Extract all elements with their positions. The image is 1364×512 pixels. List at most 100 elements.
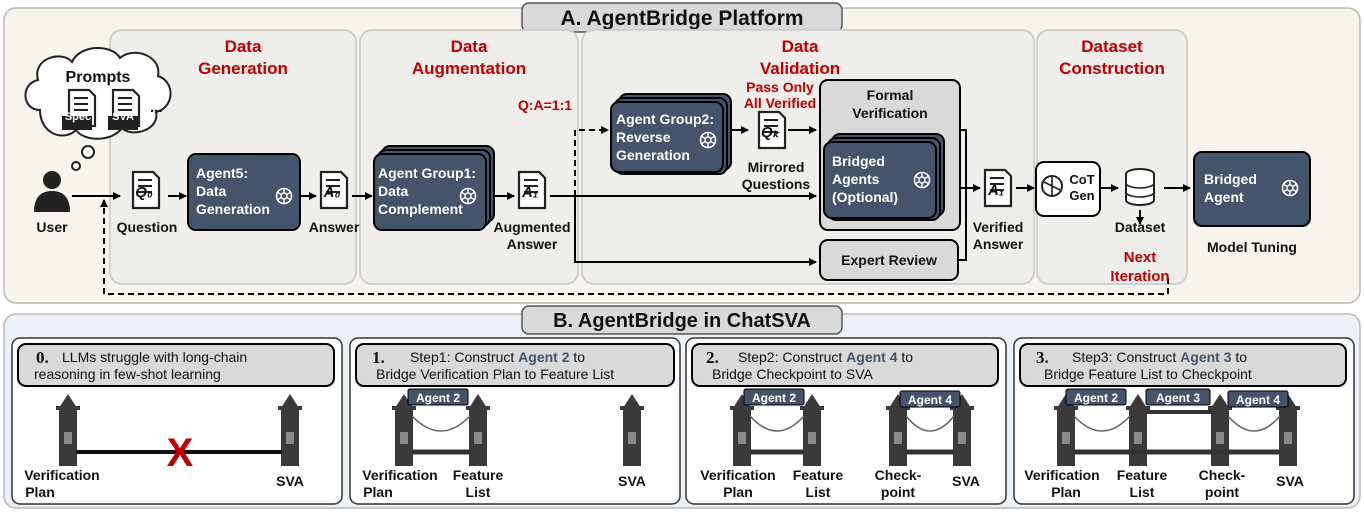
label-sva: SVA: [618, 473, 646, 489]
step0-num: 0.: [36, 348, 49, 367]
bridged-agent-box: [1193, 151, 1311, 227]
label-sva: SVA: [276, 473, 304, 489]
tag-agent4-text: Agent 4: [1236, 393, 1280, 407]
label-vp2: Plan: [1051, 484, 1081, 500]
label-cp2: point: [881, 484, 916, 500]
step0-line2: reasoning in few-shot learning: [34, 366, 221, 382]
verified-symbol: A₁: [987, 182, 1004, 199]
model-tuning-label: Model Tuning: [1207, 239, 1297, 255]
stage-construction-box: [1036, 29, 1188, 285]
label-cp2: point: [1205, 484, 1240, 500]
group1-line3: Complement: [378, 201, 463, 217]
spec-doc-icon: [62, 88, 97, 130]
group2-line3: Generation: [616, 147, 690, 163]
agent5-line3: Generation: [196, 201, 270, 217]
agent5-line2: Data: [196, 183, 227, 199]
cot-line1: CoT: [1069, 172, 1094, 187]
step3-line1: Step3: Construct Agent 3 to: [1072, 349, 1247, 365]
expert-review-label: Expert Review: [841, 252, 937, 268]
agent5-box: [187, 153, 301, 231]
step1-line2: Bridge Verification Plan to Feature List: [376, 366, 614, 382]
tag-agent2: [407, 388, 469, 406]
augmented-label-2: Answer: [507, 236, 558, 252]
stage-construction-label-2: Construction: [1059, 59, 1165, 78]
label-fl2: List: [1130, 484, 1155, 500]
tag-agent2: [743, 388, 805, 406]
step2-line2: Bridge Checkpoint to SVA: [712, 366, 873, 382]
step0-header: [17, 343, 335, 387]
cot-line2: Gen: [1069, 188, 1094, 203]
database-icon: [1125, 168, 1155, 206]
step3-num: 3.: [1036, 348, 1049, 367]
bridged-line2: Agents: [832, 171, 880, 187]
sva-doc-label: SVA: [112, 111, 134, 123]
qk-symbol: Qₖ: [761, 124, 781, 141]
tag-agent2-text: Agent 2: [416, 391, 460, 405]
tag-agent4: [1227, 390, 1289, 408]
next-iteration-2: Iteration: [1110, 268, 1169, 285]
ratio-label: Q:A=1:1: [518, 97, 572, 113]
brain-icon: [1041, 175, 1063, 197]
formal-line1: Formal: [867, 87, 914, 103]
label-vp1: Verification: [24, 467, 99, 483]
label-fl2: List: [806, 484, 831, 500]
a0-symbol: A₀: [323, 184, 341, 201]
q0-symbol: Q₀: [135, 184, 153, 201]
tag-agent4-text: Agent 4: [908, 393, 952, 407]
tag-agent4: [899, 390, 961, 408]
step2-line1: Step2: Construct Agent 4 to: [738, 349, 913, 365]
step2-num: 2.: [706, 348, 719, 367]
stage-augmentation-label-2: Augmentation: [412, 59, 526, 78]
answer-label: Answer: [309, 219, 360, 235]
agent-group2-box: [610, 101, 724, 173]
stage-generation-label-2: Generation: [198, 59, 288, 78]
group1-line2: Data: [378, 183, 409, 199]
pass-only-1: Pass Only: [746, 79, 814, 95]
step2-header: [691, 343, 999, 387]
verified-label-1: Verified: [973, 219, 1024, 235]
step3-header: [1019, 343, 1347, 387]
sva-doc-icon: [108, 88, 141, 130]
step0-line1: LLMs struggle with long-chain: [62, 349, 247, 365]
label-fl1: Feature: [453, 467, 504, 483]
next-iteration-1: Next: [1124, 249, 1157, 266]
tag-agent3-text: Agent 3: [1156, 391, 1200, 405]
label-fl1: Feature: [793, 467, 844, 483]
prompts-title: Prompts: [66, 69, 131, 86]
question-label: Question: [117, 219, 178, 235]
user-icon: [34, 171, 70, 212]
label-cp1: Check-: [1199, 467, 1246, 483]
formal-line2: Verification: [852, 105, 927, 121]
label-sva: SVA: [1276, 473, 1304, 489]
stage-validation-label-2: Validation: [760, 59, 840, 78]
label-cp1: Check-: [875, 467, 922, 483]
stage-augmentation-label-1: Data: [451, 37, 488, 56]
cross-mark: X: [167, 431, 194, 475]
label-sva: SVA: [952, 473, 980, 489]
bridged-line3: (Optional): [832, 189, 898, 205]
tag-agent3: [1145, 388, 1211, 406]
stage-construction-label-1: Dataset: [1081, 37, 1143, 56]
augmented-label-1: Augmented: [494, 219, 571, 235]
label-vp2: Plan: [25, 484, 55, 500]
verified-label-2: Answer: [973, 236, 1024, 252]
pass-only-2: All Verified: [744, 95, 816, 111]
label-vp1: Verification: [700, 467, 775, 483]
label-vp1: Verification: [1024, 467, 1099, 483]
prompts-more: ...: [150, 99, 163, 116]
panel-b-title-box: [521, 305, 843, 335]
stage-generation-label-1: Data: [225, 37, 262, 56]
tag-agent2-text: Agent 2: [752, 391, 796, 405]
bridged-line1: Bridged: [832, 153, 885, 169]
stage-validation-label-1: Data: [782, 37, 819, 56]
a1-symbol: A₁: [521, 184, 538, 201]
bridged-agents-box: [823, 141, 937, 219]
step1-header: [355, 343, 675, 387]
agent-group1-box: [373, 153, 487, 231]
label-vp2: Plan: [723, 484, 753, 500]
label-vp2: Plan: [363, 484, 393, 500]
user-label: User: [36, 219, 68, 235]
step3-line2: Bridge Feature List to Checkpoint: [1044, 366, 1252, 382]
mirrored-1: Mirrored: [748, 159, 805, 175]
